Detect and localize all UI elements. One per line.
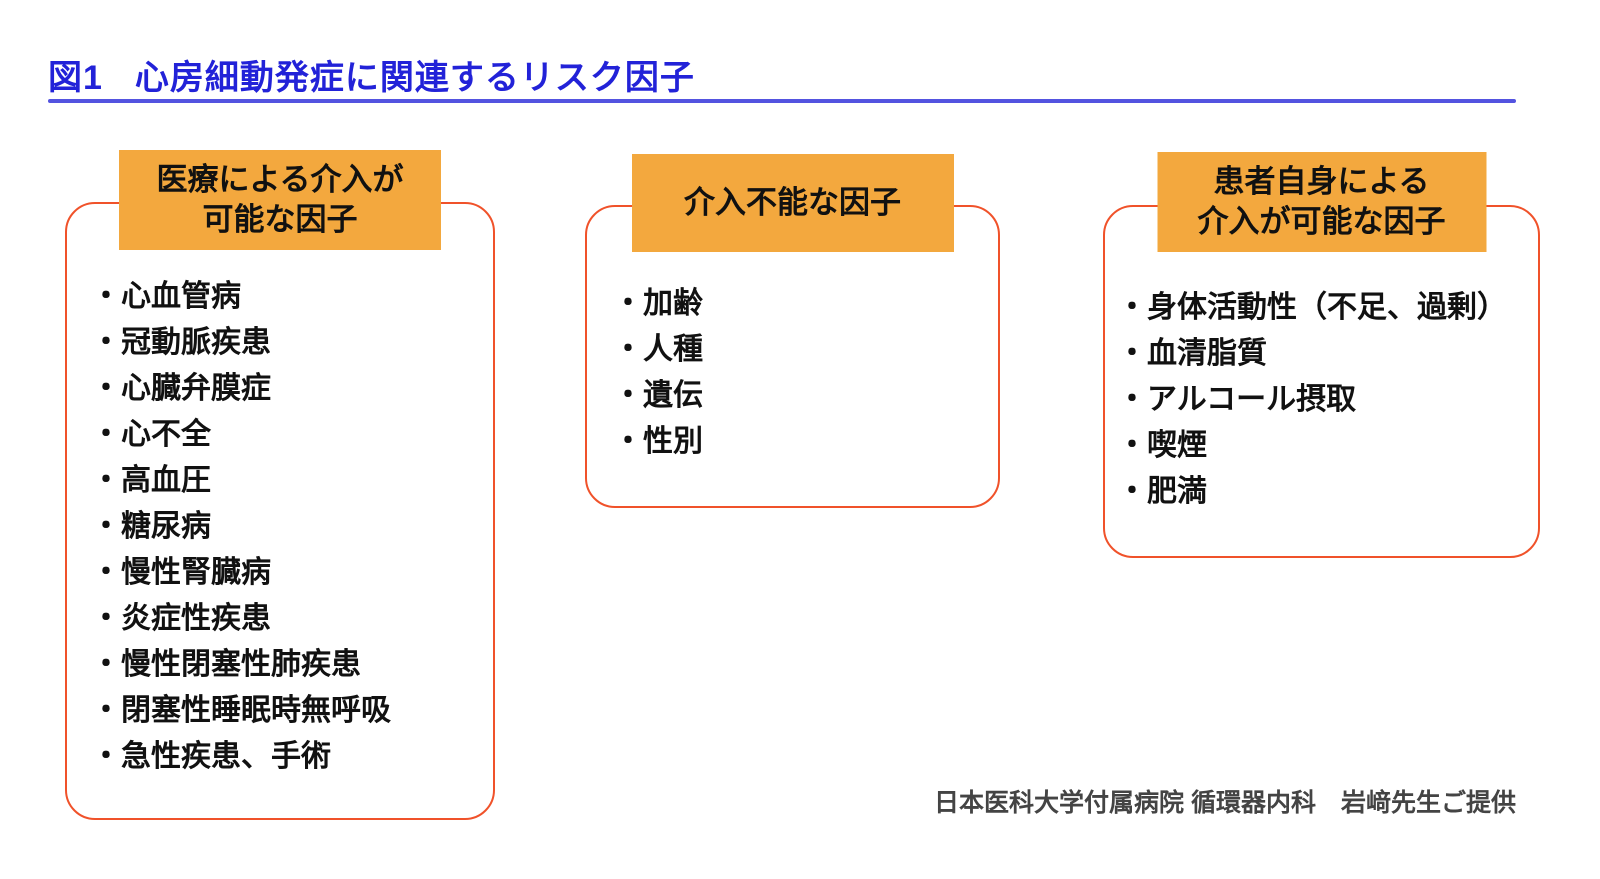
risk-factor-item: ・閉塞性睡眠時無呼吸 [91, 694, 391, 727]
panel-medical-intervention: 医療による介入が 可能な因子 ・心血管病・冠動脈疾患・心臓弁膜症・心不全・高血圧… [65, 150, 495, 820]
risk-factor-item: ・遺伝 [613, 379, 703, 412]
panel-patient-intervention: 患者自身による 介入が可能な因子 ・身体活動性（不足、過剰） ・血清脂質・アルコー… [1103, 152, 1540, 558]
panel-medical-intervention-list: ・心血管病・冠動脈疾患・心臓弁膜症・心不全・高血圧・糖尿病・慢性腎臓病・炎症性疾… [67, 204, 493, 780]
figure-title: 図1 心房細動発症に関連するリスク因子 [48, 50, 695, 99]
risk-factor-item: ・血清脂質 [1117, 337, 1267, 370]
risk-factor-item: ・人種 [613, 333, 703, 366]
risk-factor-item: ・慢性腎臓病 [91, 556, 271, 589]
title-underline-rule [48, 99, 1516, 103]
risk-factor-item: ・急性疾患、手術 [91, 740, 331, 773]
risk-factor-item: ・性別 [613, 425, 703, 458]
risk-factor-item: ・糖尿病 [91, 510, 211, 543]
panel-medical-intervention-header: 医療による介入が 可能な因子 [119, 150, 441, 250]
source-credit: 日本医科大学付属病院 循環器内科 岩﨑先生ご提供 [934, 789, 1516, 817]
panel-patient-intervention-list: ・身体活動性（不足、過剰） ・血清脂質・アルコール摂取・喫煙・肥満 [1105, 207, 1538, 515]
risk-factor-item: ・慢性閉塞性肺疾患 [91, 648, 361, 681]
figure-title-text: 心房細動発症に関連するリスク因子 [134, 59, 695, 97]
risk-factor-item: ・心不全 [91, 418, 211, 451]
risk-factor-item: ・肥満 [1117, 475, 1207, 508]
panel-patient-intervention-header: 患者自身による 介入が可能な因子 [1157, 152, 1486, 252]
figure-number-label: 図1 [48, 59, 103, 97]
risk-factor-item: ・アルコール摂取 [1117, 383, 1357, 416]
risk-factor-item: ・喫煙 [1117, 429, 1207, 462]
risk-factor-item: ・心血管病 [91, 280, 241, 313]
panel-non-intervenable-header: 介入不能な因子 [631, 154, 954, 252]
risk-factor-item: ・高血圧 [91, 464, 211, 497]
risk-factor-item: ・加齢 [613, 287, 703, 320]
risk-factor-item: ・炎症性疾患 [91, 602, 271, 635]
panel-non-intervenable: 介入不能な因子 ・加齢・人種・遺伝・性別 [585, 154, 1000, 508]
risk-factor-item: ・身体活動性（不足、過剰） [1117, 291, 1507, 324]
risk-factor-item: ・冠動脈疾患 [91, 326, 271, 359]
panel-non-intervenable-list: ・加齢・人種・遺伝・性別 [587, 207, 998, 465]
risk-factor-item: ・心臓弁膜症 [91, 372, 271, 405]
